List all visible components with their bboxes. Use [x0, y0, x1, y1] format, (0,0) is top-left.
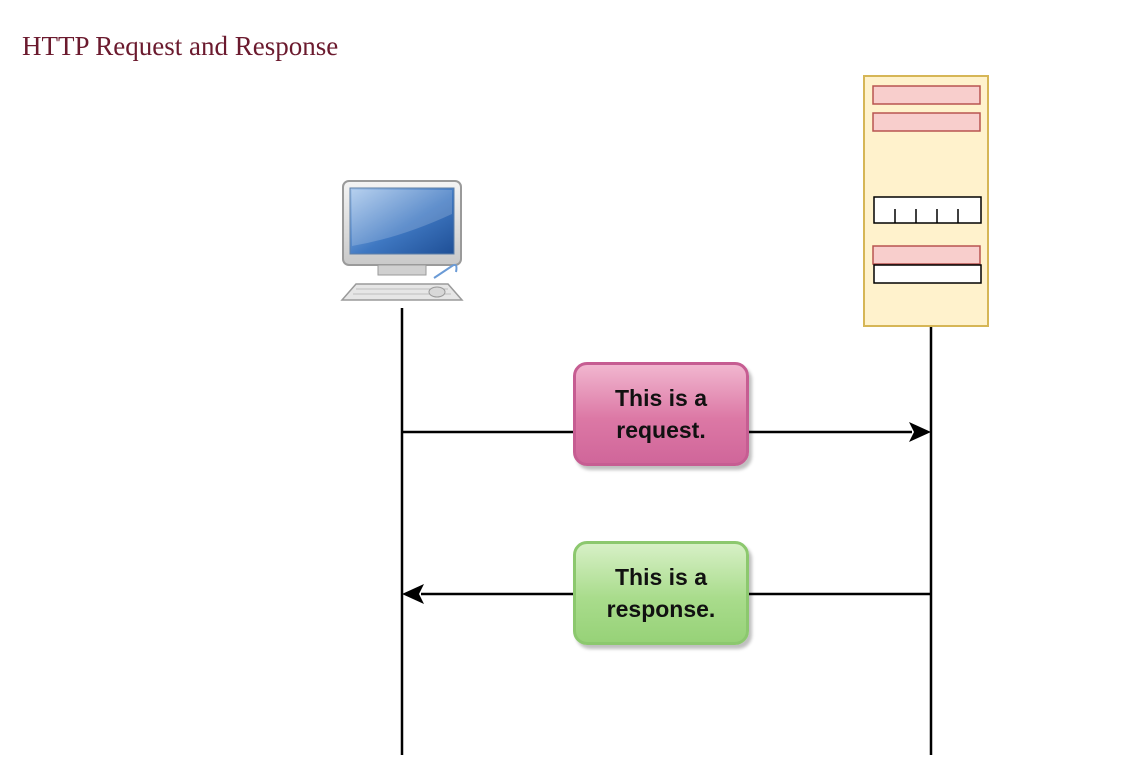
page-title: HTTP Request and Response: [22, 31, 339, 61]
request-label-line2: request.: [616, 417, 706, 443]
desktop-computer-icon: [340, 180, 464, 301]
response-label-line2: response.: [606, 596, 716, 622]
response-label-line1: This is a: [614, 564, 708, 590]
request-label-line1: This is a: [614, 385, 708, 411]
request-message-box: This is a request.: [573, 362, 749, 466]
server-rack-icon: [863, 75, 989, 327]
response-message-box: This is a response.: [573, 541, 749, 645]
